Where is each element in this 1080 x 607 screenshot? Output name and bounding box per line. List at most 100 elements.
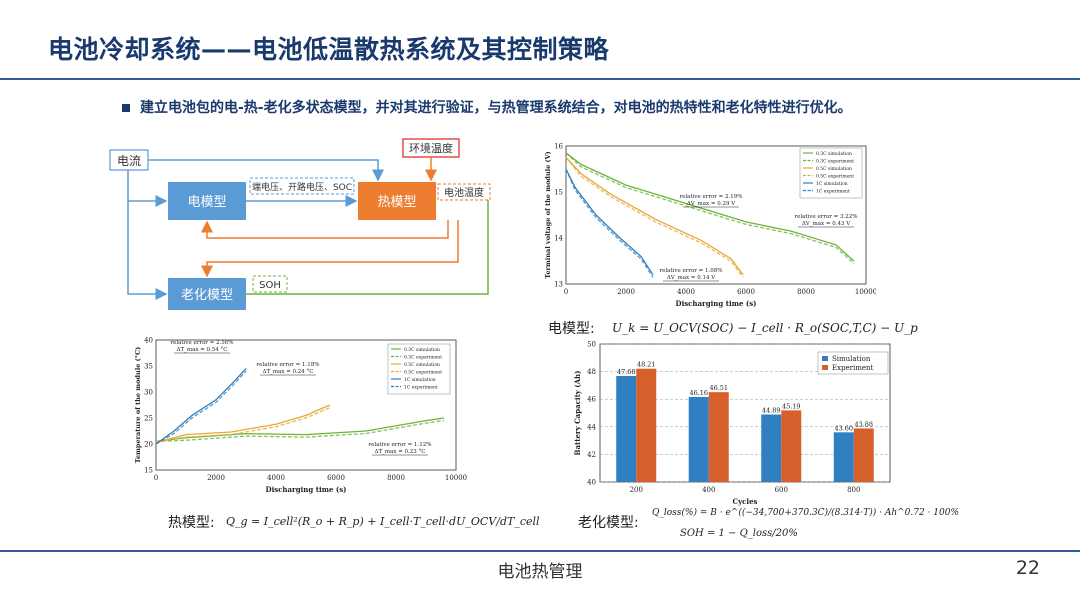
bar-value-label: 46.16 — [689, 389, 708, 397]
x-tick-label: 600 — [775, 486, 788, 494]
y-tick-label: 50 — [587, 341, 596, 349]
x-tick-label: 200 — [630, 486, 643, 494]
legend-label: 0.3C experiment — [816, 159, 854, 165]
x-tick-label: 8000 — [797, 288, 815, 296]
y-tick-label: 46 — [587, 396, 596, 404]
model-diagram: 电流 环境温度 电模型 热模型 老化模型 端电压、开路电压、SOC 电池温度 S… — [109, 138, 491, 310]
y-tick-label: 35 — [144, 363, 153, 371]
bullet-icon — [122, 104, 130, 112]
bar-value-label: 46.51 — [709, 384, 728, 392]
legend-label: 1C experiment — [816, 189, 850, 195]
annotation-text: relative error = 3.22% — [794, 214, 857, 220]
page-title: 电池冷却系统——电池低温散热系统及其控制策略 — [48, 35, 610, 64]
y-tick-label: 13 — [554, 281, 563, 289]
bar — [688, 396, 709, 482]
y-tick-label: 14 — [554, 235, 563, 243]
legend-label: 0.5C experiment — [816, 174, 854, 180]
x-axis-label: Cycles — [733, 497, 758, 506]
x-tick-label: 800 — [847, 486, 860, 494]
annotation-text: relative error = 2.19% — [679, 194, 742, 200]
soh-label: SOH — [259, 280, 281, 291]
legend-swatch — [822, 356, 828, 361]
thermal-model-box — [358, 182, 436, 220]
x-tick-label: 2000 — [207, 474, 225, 482]
x-tick-label: 8000 — [387, 474, 405, 482]
voltage-label: 端电压、开路电压、SOC — [252, 181, 352, 193]
annotation-text: ΔT_max = 0.54 °C — [176, 347, 227, 353]
y-tick-label: 48 — [587, 368, 596, 376]
y-tick-label: 20 — [144, 441, 153, 449]
bar — [636, 368, 657, 482]
x-tick-label: 4000 — [267, 474, 285, 482]
bar — [781, 410, 802, 482]
annotation-text: ΔV_max = 0.14 V — [667, 275, 716, 281]
y-tick-label: 16 — [554, 143, 563, 151]
y-tick-label: 40 — [144, 337, 153, 345]
y-tick-label: 25 — [144, 415, 153, 423]
voltage-label-box — [249, 177, 355, 195]
current-to-thermal-arrow — [148, 159, 384, 182]
series-line-exp — [155, 406, 331, 444]
legend-box — [387, 343, 451, 395]
x-tick-label: 400 — [702, 486, 715, 494]
electric-equation: U_k = U_OCV(SOC) − I_cell · R_o(SOC,T,C)… — [612, 321, 918, 335]
series-line-sim — [565, 157, 744, 276]
legend-label: 1C simulation — [816, 181, 848, 187]
footer-divider — [0, 550, 1080, 552]
legend-label: 1C experiment — [404, 385, 438, 391]
x-tick-label: 10000 — [855, 288, 876, 296]
y-axis-label: Battery Capacity (Ah) — [573, 371, 582, 456]
legend-box — [817, 351, 889, 375]
title-divider — [0, 78, 1080, 80]
env-temp-label: 环境温度 — [409, 141, 453, 155]
x-tick-label: 6000 — [737, 288, 755, 296]
legend-swatch — [822, 365, 828, 370]
y-tick-label: 30 — [144, 389, 153, 397]
bar-value-label: 47.68 — [617, 368, 636, 376]
annotation-text: relative error = 1.08% — [659, 268, 722, 274]
y-tick-label: 15 — [554, 189, 563, 197]
bar — [853, 428, 874, 482]
x-tick-label: 4000 — [677, 288, 695, 296]
annotation-text: relative error = 1.18% — [256, 362, 319, 368]
page-number: 22 — [1015, 557, 1040, 579]
bar-value-label: 43.88 — [854, 420, 873, 428]
legend-label: Experiment — [832, 364, 874, 372]
legend-label: 0.5C experiment — [404, 370, 442, 376]
y-tick-label: 40 — [587, 479, 596, 487]
y-axis-label: Terminal voltage of the module (V) — [544, 151, 552, 278]
series-line-exp — [565, 157, 744, 278]
annotation-text: relative error = 2.56% — [170, 340, 233, 346]
x-tick-label: 10000 — [445, 474, 467, 482]
thermal-equation: Q_g = I_cell²(R_o + R_p) + I_cell·T_cell… — [226, 515, 540, 528]
series-line-exp — [155, 419, 445, 443]
bar — [833, 432, 854, 482]
soh-box — [252, 275, 288, 293]
aging-model-label: 老化模型 — [181, 288, 233, 303]
series-line-sim — [155, 368, 247, 445]
legend-label: 0.5C simulation — [404, 362, 440, 368]
bar-value-label: 48.21 — [637, 361, 656, 369]
bar-value-label: 45.19 — [782, 402, 801, 410]
series-line-exp — [565, 152, 855, 264]
y-tick-label: 44 — [587, 423, 596, 431]
series-line-sim — [565, 152, 855, 262]
bar — [708, 392, 729, 482]
x-tick-label: 2000 — [617, 288, 635, 296]
annotation-text: relative error = 1.12% — [368, 442, 431, 448]
battery-temp-label: 电池温度 — [444, 186, 484, 199]
y-axis-label: Temperature of the module (°C) — [134, 347, 142, 463]
y-tick-label: 42 — [587, 451, 596, 459]
legend-label: 0.3C experiment — [404, 355, 442, 361]
aging-feedback-line — [246, 200, 489, 295]
bar-value-label: 43.60 — [834, 424, 853, 432]
current-label: 电流 — [117, 154, 141, 168]
x-axis-label: Discharging time (s) — [676, 299, 757, 308]
legend-label: Simulation — [832, 355, 871, 363]
legend-label: 0.3C simulation — [404, 347, 440, 353]
bar-value-label: 44.89 — [762, 407, 781, 415]
current-to-aging-arrow — [127, 170, 168, 300]
thermal-to-aging-arrow — [201, 220, 459, 278]
